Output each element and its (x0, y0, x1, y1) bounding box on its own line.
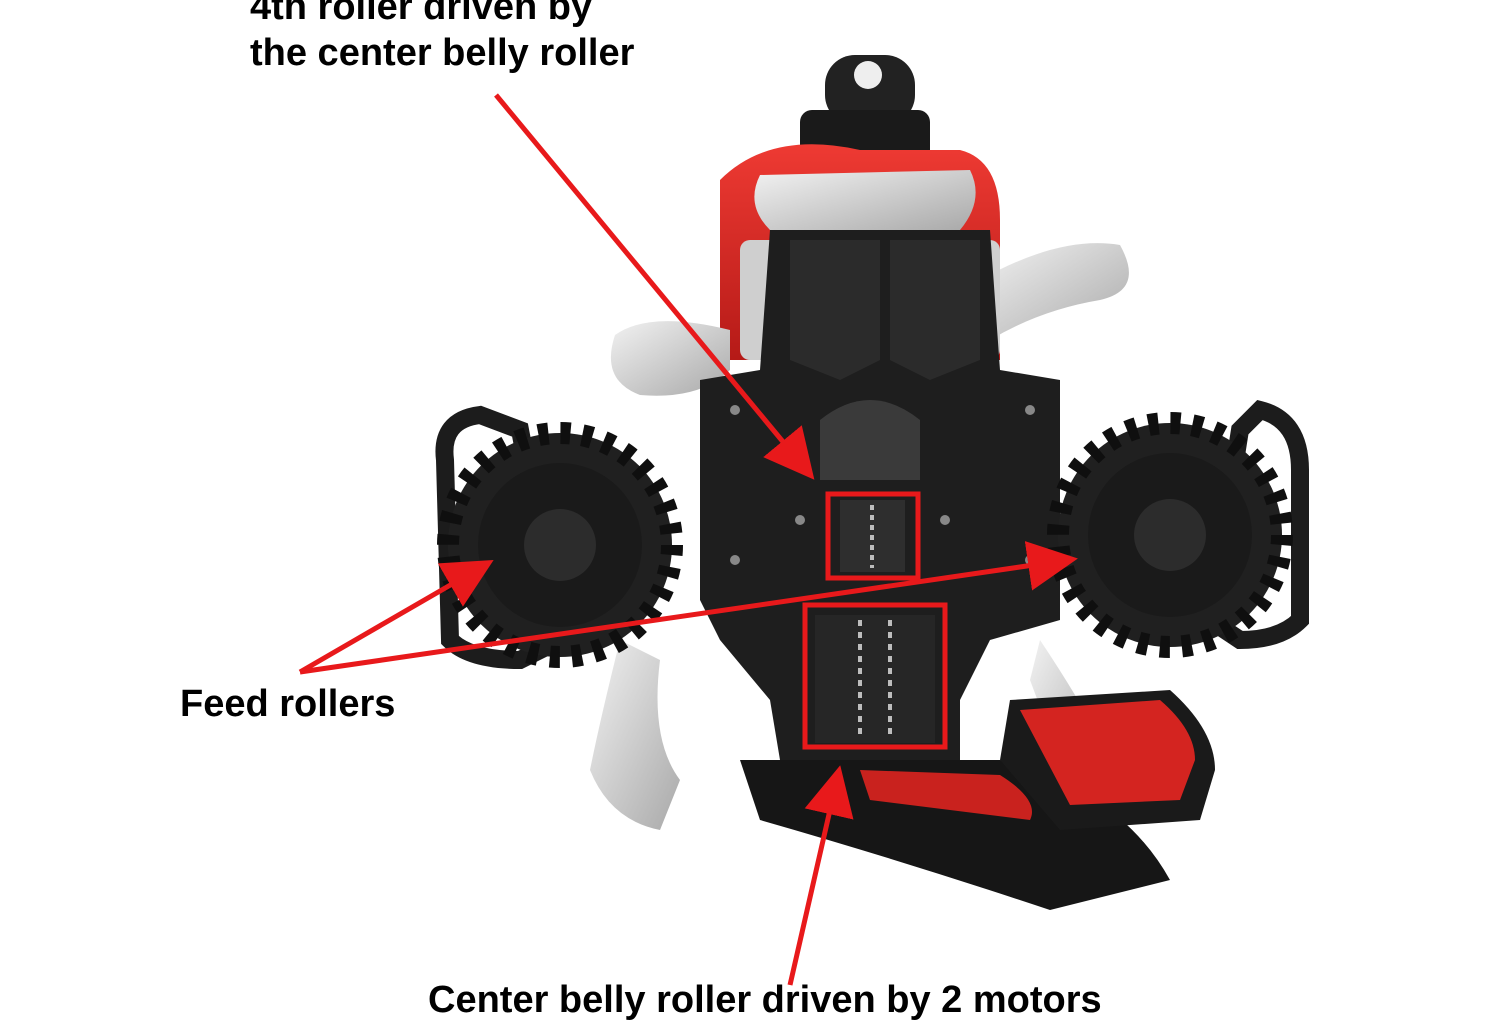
feed-roller-arms (435, 400, 1309, 670)
fourth-roller-highlight-box (825, 491, 921, 581)
feed-rollers-label: Feed rollers (180, 683, 396, 725)
right-feed-roller (1047, 412, 1293, 658)
fourth-roller-label: 4th roller driven by the center belly ro… (250, 0, 634, 76)
fourth-roller (840, 500, 905, 572)
left-feed-roller (437, 422, 683, 668)
arrow-to-fourth-roller (494, 93, 815, 480)
belly-roller-label: Center belly roller driven by 2 motors (428, 979, 1102, 1021)
arrow-to-right-feed-roller (299, 541, 1078, 675)
fourth-roller-label-line1: 4th roller driven by (250, 0, 593, 28)
center-belly-roller (815, 615, 935, 743)
arrow-to-belly-roller (787, 765, 854, 986)
belly-roller-highlight-box (802, 602, 948, 750)
harvester-head-illustration (298, 55, 1309, 986)
arrow-to-left-feed-roller (298, 559, 494, 675)
fourth-roller-label-line2: the center belly roller (250, 31, 635, 74)
